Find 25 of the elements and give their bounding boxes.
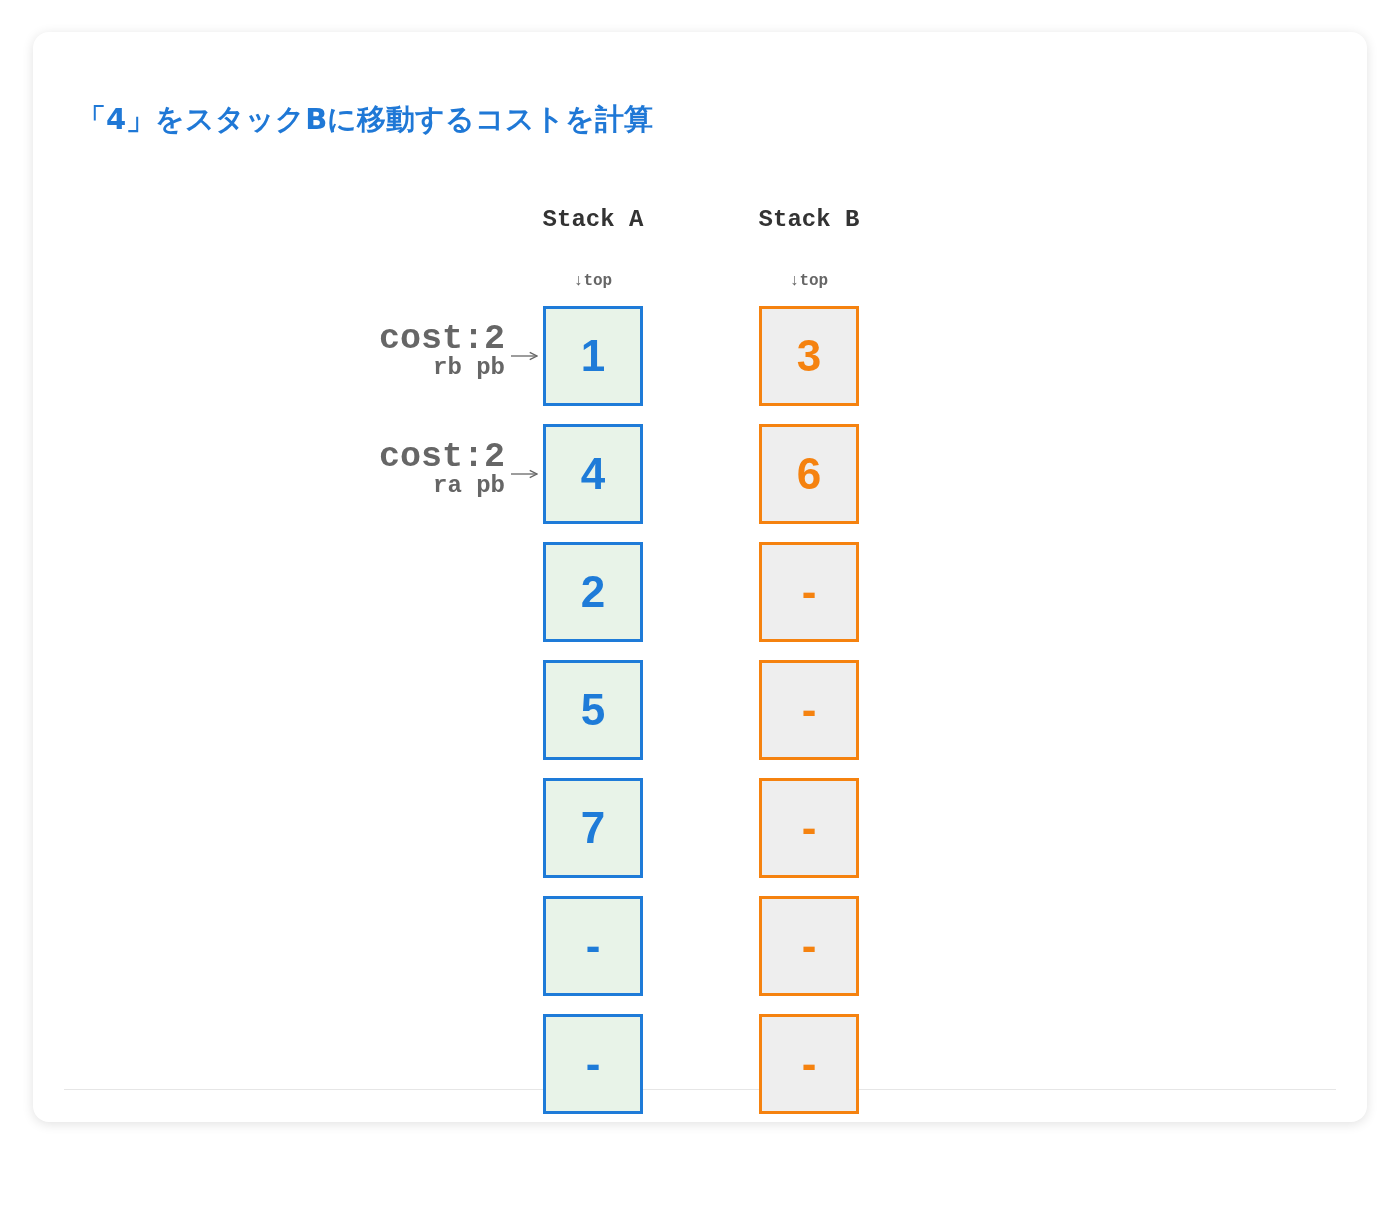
stack-cell: 6 [759,424,859,524]
stack-cell: - [759,1014,859,1114]
column-heading: Stack B [758,205,860,235]
arrow [510,469,538,479]
stack-cell: 4 [543,424,643,524]
top-marker: ↓top [789,271,829,292]
stack-cell: 3 [759,306,859,406]
stack-cell: 2 [543,542,643,642]
arrow [510,351,538,361]
stack-cell: - [543,1014,643,1114]
operation-list: ra pb [433,474,505,498]
cost-value: cost:2 [378,322,505,356]
title: 「4」をスタックBに移動するコストを計算 [77,101,654,138]
stack-cell: - [543,896,643,996]
cost-value: cost:2 [378,440,505,474]
stack-cell: 7 [543,778,643,878]
stack-cell: - [759,896,859,996]
operation-list: rb pb [433,356,505,380]
stack-cell: 5 [543,660,643,760]
stack-cell: - [759,778,859,878]
stack-cell: - [759,660,859,760]
stack-cell: 1 [543,306,643,406]
top-marker: ↓top [573,271,613,292]
column-heading: Stack A [542,205,644,235]
stack-cell: - [759,542,859,642]
